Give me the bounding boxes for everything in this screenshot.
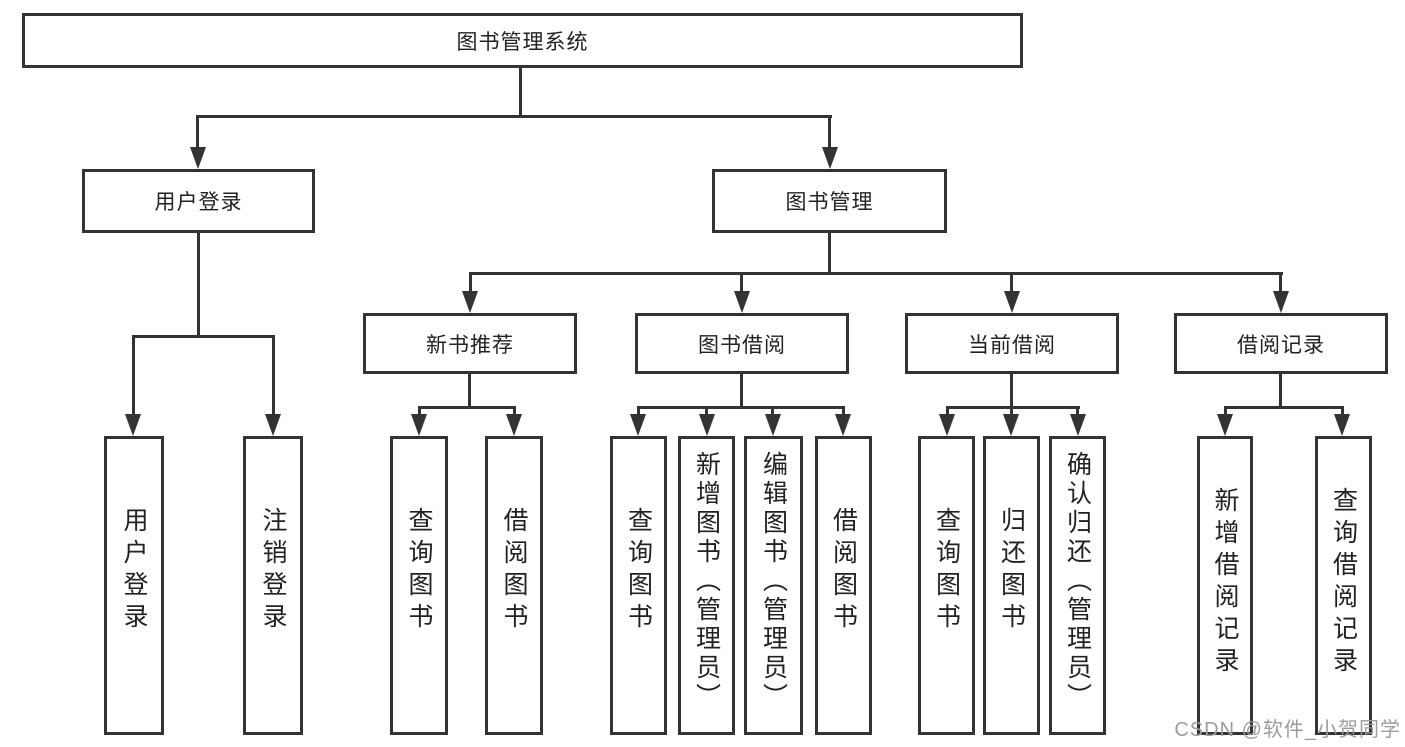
leaf-label: 用户登录 [120, 506, 148, 635]
connector-horizontal [946, 406, 1080, 409]
leaf-label: 查询图书 [932, 506, 961, 635]
connector-vertical [418, 408, 421, 416]
leaf-label: 新增借阅记录 [1211, 486, 1239, 679]
arrow-down-icon [1070, 414, 1086, 436]
arrow-down-icon [939, 414, 955, 436]
arrow-down-icon [734, 291, 750, 313]
connector-vertical [828, 117, 831, 151]
connector-vertical [1010, 274, 1013, 294]
connector-vertical [519, 68, 522, 117]
leaf-label: 确认归还（管理员） [1063, 451, 1092, 712]
leaf-label: 注销登录 [259, 506, 287, 635]
arrow-down-icon [630, 414, 646, 436]
leaf-bb-add-book-admin: 新增图书（管理员） [678, 436, 735, 735]
node-label: 当前借阅 [968, 333, 1056, 357]
arrow-down-icon [411, 414, 427, 436]
leaf-label: 查询图书 [624, 506, 653, 635]
connector-vertical [771, 408, 774, 416]
arrow-down-icon [1334, 414, 1350, 436]
arrow-down-icon [822, 147, 838, 169]
connector-vertical [468, 374, 471, 408]
connector-vertical [1076, 408, 1079, 416]
connector-vertical [1010, 408, 1013, 416]
connector-vertical [196, 117, 199, 151]
leaf-br-add-record: 新增借阅记录 [1197, 436, 1253, 735]
leaf-cb-return-book: 归还图书 [983, 436, 1040, 735]
connector-vertical [740, 374, 743, 408]
connector-horizontal [469, 272, 1283, 275]
connector-vertical [272, 337, 275, 417]
leaf-bb-borrow-book: 借阅图书 [815, 436, 872, 735]
node-current-borrow: 当前借阅 [905, 313, 1119, 374]
arrow-down-icon [1217, 414, 1233, 436]
arrow-down-icon [190, 147, 206, 169]
connector-horizontal [132, 335, 275, 338]
node-book-management: 图书管理 [712, 169, 947, 233]
node-label: 用户登录 [154, 191, 243, 214]
connector-vertical [1341, 408, 1344, 416]
arrow-down-icon [125, 414, 141, 436]
leaf-label: 新增图书（管理员） [692, 451, 721, 712]
connector-horizontal [418, 406, 516, 409]
leaf-label: 借阅图书 [500, 506, 528, 635]
node-root-label: 图书管理系统 [456, 30, 589, 54]
node-label: 借阅记录 [1237, 333, 1325, 357]
arrow-down-icon [1273, 291, 1289, 313]
connector-vertical [946, 408, 949, 416]
connector-horizontal [1224, 406, 1344, 409]
leaf-label: 查询借阅记录 [1329, 486, 1358, 679]
node-label: 图书管理 [785, 191, 874, 214]
node-user-login: 用户登录 [82, 169, 315, 233]
leaf-logout: 注销登录 [243, 436, 303, 735]
leaf-br-query-record: 查询借阅记录 [1315, 436, 1372, 735]
leaf-nb-borrow-book: 借阅图书 [485, 436, 543, 735]
connector-vertical [637, 408, 640, 416]
leaf-cb-query-book: 查询图书 [918, 436, 975, 735]
node-label: 图书借阅 [698, 333, 786, 357]
connector-vertical [842, 408, 845, 416]
connector-vertical [1279, 374, 1282, 408]
node-label: 新书推荐 [426, 333, 514, 357]
leaf-bb-edit-book-admin: 编辑图书（管理员） [744, 436, 803, 735]
connector-vertical [132, 337, 135, 417]
leaf-label: 编辑图书（管理员） [759, 451, 788, 712]
connector-vertical [828, 233, 831, 274]
node-new-book-recommend: 新书推荐 [363, 313, 577, 374]
connector-vertical [197, 233, 200, 337]
node-root: 图书管理系统 [22, 13, 1023, 68]
connector-horizontal [637, 406, 845, 409]
connector-vertical [513, 408, 516, 416]
connector-horizontal [196, 115, 832, 118]
leaf-cb-confirm-return-admin: 确认归还（管理员） [1049, 436, 1106, 735]
watermark: CSDN @软件_小贺同学 [1174, 719, 1401, 741]
node-book-borrow: 图书借阅 [635, 313, 849, 374]
arrow-down-icon [1003, 414, 1019, 436]
arrow-down-icon [1004, 291, 1020, 313]
arrow-down-icon [765, 414, 781, 436]
connector-vertical [469, 274, 472, 294]
connector-vertical [705, 408, 708, 416]
connector-vertical [740, 274, 743, 294]
leaf-label: 归还图书 [997, 506, 1026, 635]
leaf-label: 查询图书 [405, 506, 433, 635]
connector-vertical [1224, 408, 1227, 416]
arrow-down-icon [265, 414, 281, 436]
arrow-down-icon [699, 414, 715, 436]
arrow-down-icon [506, 414, 522, 436]
arrow-down-icon [835, 414, 851, 436]
leaf-bb-query-book: 查询图书 [610, 436, 667, 735]
arrow-down-icon [462, 291, 478, 313]
leaf-user-login: 用户登录 [104, 436, 164, 735]
leaf-label: 借阅图书 [829, 506, 858, 635]
node-borrow-records: 借阅记录 [1174, 313, 1388, 374]
connector-vertical [1279, 274, 1282, 294]
leaf-nb-query-book: 查询图书 [390, 436, 448, 735]
connector-vertical [1010, 374, 1013, 408]
